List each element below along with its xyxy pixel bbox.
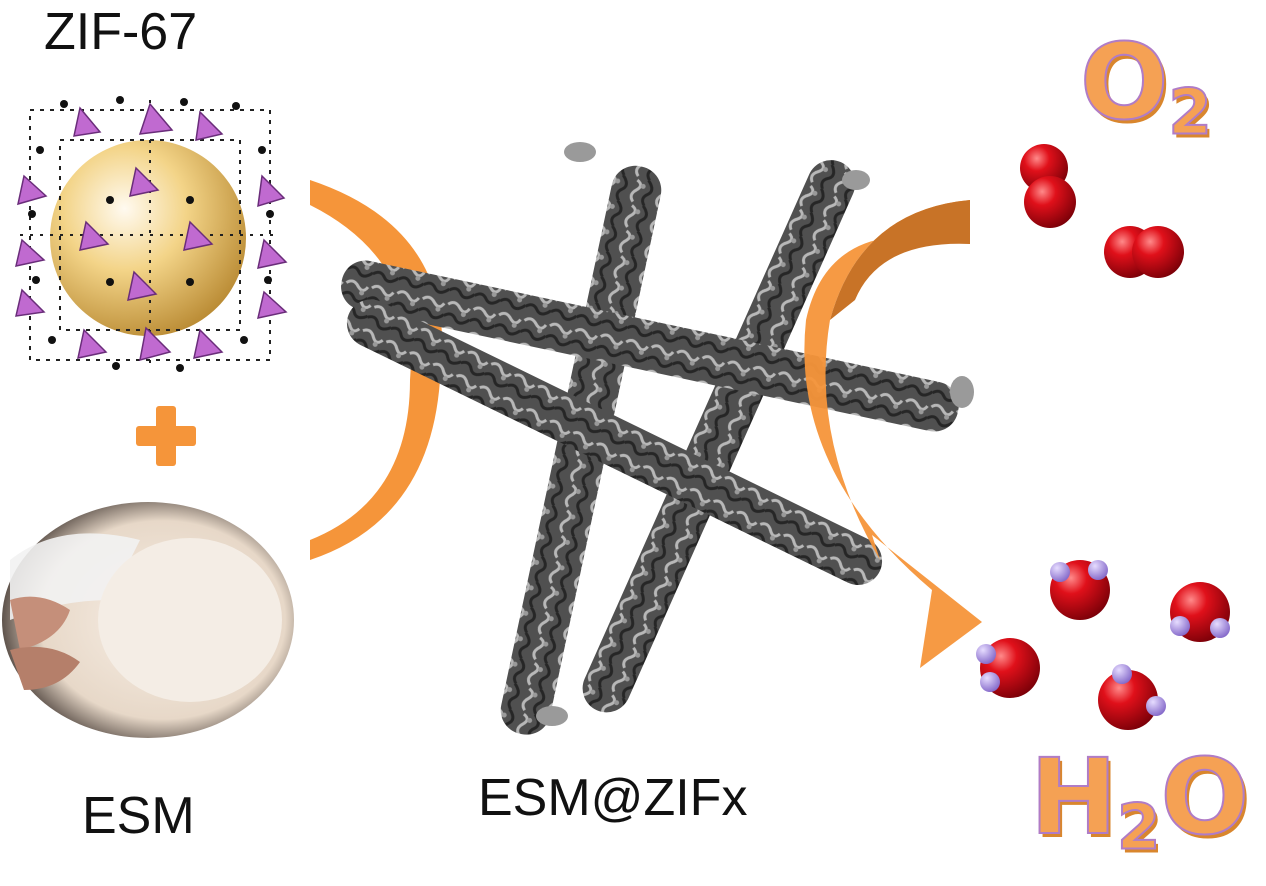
water-molecule bbox=[1170, 582, 1230, 642]
water-hydrogen-symbol: H bbox=[1029, 736, 1118, 858]
product-label: ESM@ZIFx bbox=[478, 769, 748, 827]
oxygen-symbol: O bbox=[1079, 21, 1169, 143]
water-molecule bbox=[1098, 664, 1166, 730]
zif67-particle bbox=[15, 96, 288, 372]
reduction-arrow bbox=[804, 200, 982, 668]
gold-core-sphere bbox=[50, 140, 246, 336]
fiber-end-cap bbox=[842, 170, 870, 190]
water-molecule bbox=[1050, 560, 1110, 620]
oxygen-formula: O2 bbox=[1079, 29, 1213, 144]
finger-shape bbox=[10, 646, 80, 690]
zif67-label: ZIF-67 bbox=[44, 3, 198, 61]
plus-icon bbox=[136, 406, 196, 466]
imidazolate-atoms bbox=[28, 96, 274, 372]
water-formula: H2O bbox=[1029, 744, 1250, 859]
fiber-end-cap bbox=[950, 376, 974, 408]
fiber bbox=[341, 260, 959, 432]
oxygen-subscript: 2 bbox=[1167, 75, 1212, 149]
cobalt-tetrahedra bbox=[15, 102, 288, 362]
esm-zif-fiber-network bbox=[341, 142, 974, 735]
reduction-arrow-shade bbox=[830, 200, 970, 320]
water-subscript: 2 bbox=[1116, 790, 1161, 864]
fiber bbox=[582, 160, 856, 713]
water-oxygen-symbol: O bbox=[1159, 736, 1249, 858]
eggshell-shape bbox=[98, 538, 282, 702]
fiber-end-cap bbox=[564, 142, 596, 162]
fiber bbox=[346, 299, 883, 585]
water-molecule bbox=[976, 638, 1040, 698]
finger-shape bbox=[10, 596, 70, 650]
esm-label: ESM bbox=[82, 787, 195, 845]
fiber-end-cap bbox=[536, 706, 568, 726]
oxygen-molecule bbox=[1104, 226, 1184, 278]
oxygen-molecule bbox=[1020, 144, 1076, 228]
esm-photo bbox=[2, 502, 294, 738]
